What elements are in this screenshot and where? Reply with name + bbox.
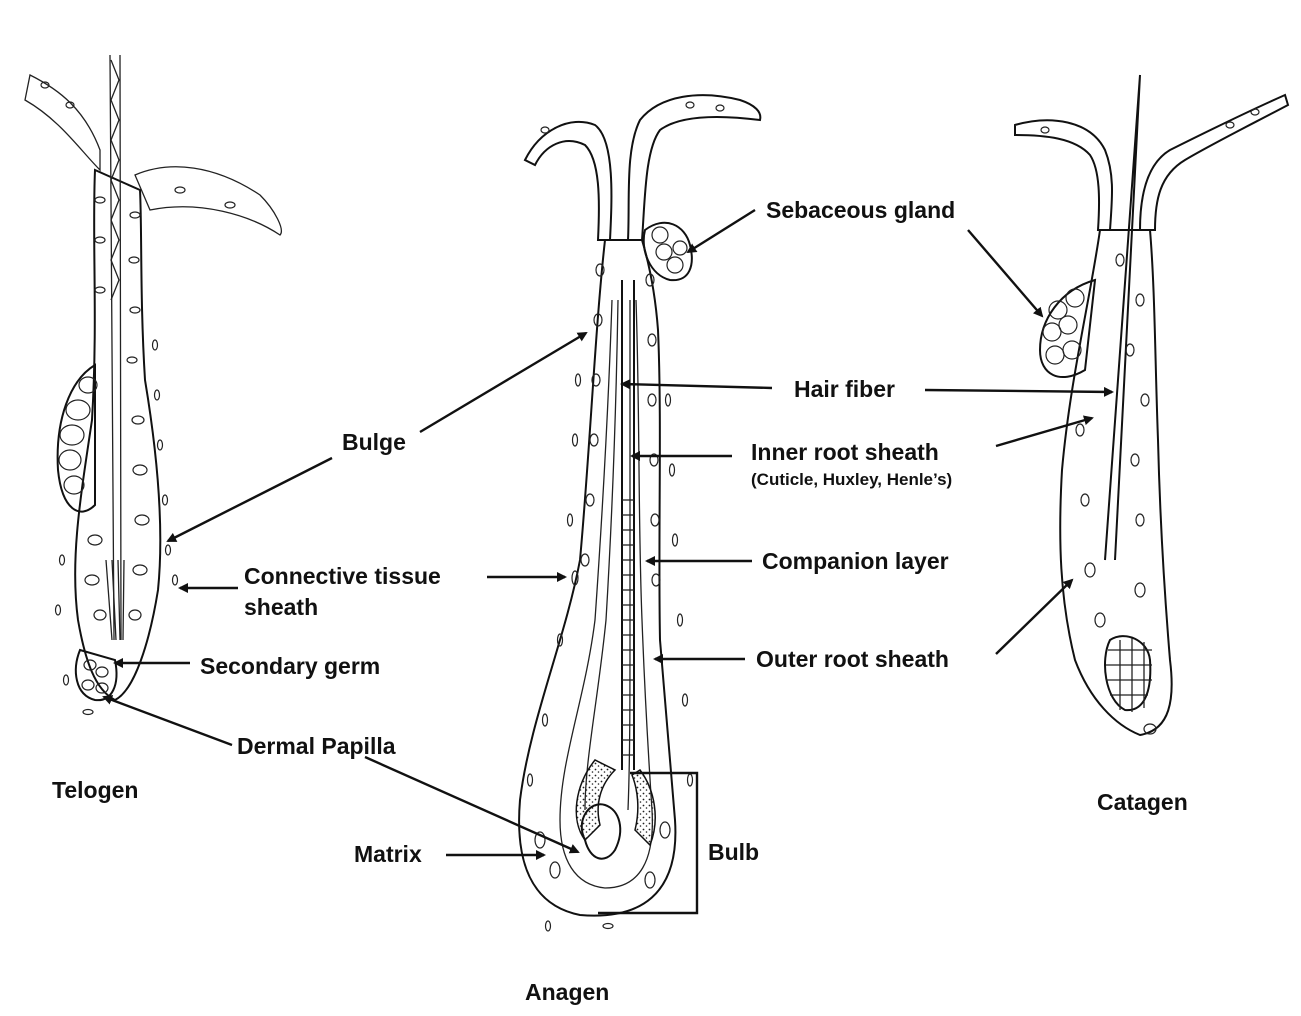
sebaceous-gland-arrow-anagen: [688, 210, 755, 252]
label-connective-tissue-sheath-line2: sheath: [244, 594, 318, 620]
label-outer-root-sheath: Outer root sheath: [756, 646, 949, 672]
sebaceous-gland-arrow-catagen: [968, 230, 1042, 316]
outer-root-sheath-arrow-catagen: [996, 580, 1072, 654]
dermal-papilla-arrow-anagen: [365, 757, 578, 852]
telogen-follicle-illustration: [25, 55, 281, 715]
bulge-arrow-telogen: [168, 458, 332, 541]
label-sebaceous-gland: Sebaceous gland: [766, 197, 955, 223]
labels: Sebaceous gland Hair fiber Inner root sh…: [52, 197, 1188, 1005]
label-inner-root-sheath-sub: (Cuticle, Huxley, Henle’s): [751, 470, 952, 489]
bulge-arrow-anagen: [420, 333, 586, 432]
catagen-follicle-illustration: [1015, 75, 1288, 735]
hair-fiber-arrow-anagen: [622, 384, 772, 388]
stage-title-anagen: Anagen: [525, 979, 609, 1005]
label-bulb: Bulb: [708, 839, 759, 865]
label-companion-layer: Companion layer: [762, 548, 949, 574]
stage-title-catagen: Catagen: [1097, 789, 1188, 815]
label-dermal-papilla: Dermal Papilla: [237, 733, 396, 759]
stage-title-telogen: Telogen: [52, 777, 138, 803]
label-connective-tissue-sheath-line1: Connective tissue: [244, 563, 441, 589]
label-inner-root-sheath: Inner root sheath: [751, 439, 939, 465]
label-bulge: Bulge: [342, 429, 406, 455]
anagen-follicle-illustration: [519, 95, 760, 931]
hair-fiber-arrow-catagen: [925, 390, 1112, 392]
leader-lines: [104, 210, 1112, 913]
label-hair-fiber: Hair fiber: [794, 376, 895, 402]
dermal-papilla-arrow-telogen: [104, 697, 232, 745]
label-matrix: Matrix: [354, 841, 422, 867]
inner-root-sheath-arrow-catagen: [996, 418, 1092, 446]
label-secondary-germ: Secondary germ: [200, 653, 380, 679]
